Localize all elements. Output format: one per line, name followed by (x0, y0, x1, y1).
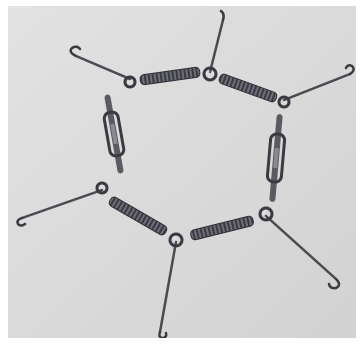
turnbuckles (102, 94, 287, 202)
rod-bottom (158, 240, 178, 334)
hook-upper-left (69, 45, 82, 58)
spring-bottom-right (190, 215, 254, 241)
ring-left (95, 181, 109, 195)
metal-highlights (172, 70, 266, 240)
rod-left (20, 188, 104, 220)
backdrop (8, 6, 356, 338)
product-photo (8, 6, 356, 338)
springs (108, 66, 278, 241)
rod-upper-left (74, 54, 132, 81)
ring-upper-left (123, 75, 137, 89)
ring-bottom (168, 232, 184, 248)
hook-bottom (158, 330, 168, 338)
hook-upper-right (344, 64, 355, 76)
ring-top (202, 66, 218, 82)
joint-rings (95, 66, 291, 248)
rod-top (208, 18, 225, 74)
turnbuckle-left (102, 94, 126, 174)
rod-lower-right (264, 214, 338, 281)
turnbuckle-right (265, 114, 287, 202)
hooks (16, 9, 355, 338)
spring-bottom-left (108, 196, 168, 236)
rod-upper-right (282, 72, 352, 102)
spring-top-right (218, 73, 278, 103)
hexagon-hook-assembly-illustration (8, 6, 356, 338)
spring-top-left (139, 66, 201, 86)
hook-lower-right (327, 277, 341, 290)
hook-rods (20, 18, 352, 334)
hook-left (16, 216, 27, 227)
hook-top (219, 9, 225, 22)
ring-upper-right (277, 95, 291, 109)
ring-lower-right (258, 206, 274, 222)
